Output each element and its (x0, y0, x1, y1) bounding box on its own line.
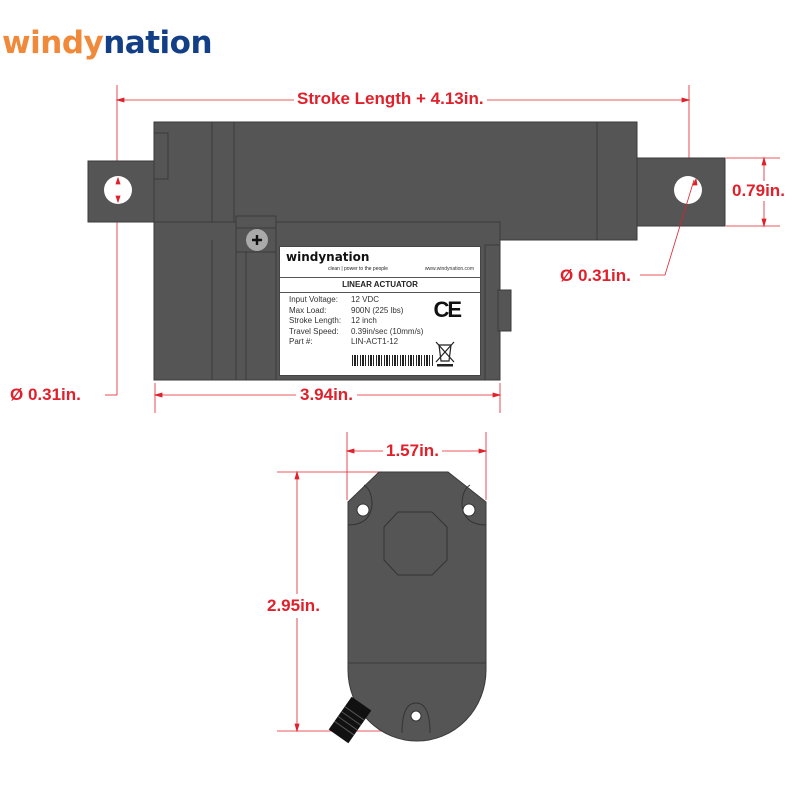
end-height-label: 2.95in. (266, 594, 321, 618)
rod-end-hole-label: Ø 0.31in. (560, 266, 631, 286)
windynation-logo: windynation (2, 25, 213, 61)
spec-key: Stroke Length: (289, 316, 342, 325)
spec-key: Travel Speed: (289, 326, 339, 336)
motor-connector (497, 289, 512, 332)
spec-value: 900N (225 lbs) (351, 305, 404, 315)
spec-key: Input Voltage: (289, 295, 338, 304)
spec-key: Max Load: (289, 305, 327, 315)
spec-value: 0.39in/sec (10mm/s) (351, 326, 424, 336)
label-tagline: clean | power to the people (328, 266, 388, 272)
spec-key: Part #: (289, 337, 313, 346)
motor-end-housing (347, 471, 487, 742)
cable-gland (328, 696, 372, 744)
label-url: www.windynation.com (424, 266, 474, 272)
spec-row: Stroke Length: 12 inch (289, 316, 423, 327)
rear-mount-hole (104, 176, 132, 204)
spec-list: Input Voltage: 12 VDC Max Load: 900N (225 … (289, 295, 423, 348)
housing-length-label: 3.94in. (296, 385, 357, 405)
barcode (352, 355, 434, 366)
ce-mark-icon: CE (433, 297, 462, 322)
label-title: LINEAR ACTUATOR (280, 278, 480, 293)
crossed-bin-icon (435, 341, 455, 367)
logo-windy: windy (2, 25, 104, 61)
label-brand: windynation (286, 250, 370, 264)
spec-row: Max Load: 900N (225 lbs) (289, 306, 423, 317)
rod-end-height-label: 0.79in. (732, 181, 785, 201)
overall-length-label: Stroke Length + 4.13in. (294, 89, 487, 109)
rear-hole-label: Ø 0.31in. (10, 385, 81, 405)
spec-value: LIN-ACT1-12 (351, 337, 399, 346)
spec-row: Travel Speed: 0.39in/sec (10mm/s) (289, 327, 423, 338)
spec-row: Input Voltage: 12 VDC (289, 295, 423, 306)
logo-nation: nation (103, 25, 213, 61)
end-width-label: 1.57in. (383, 441, 442, 461)
spec-label: windynation clean | power to the people … (279, 246, 481, 376)
spec-row: Part #: LIN-ACT1-12 (289, 337, 423, 348)
spec-value: 12 VDC (351, 295, 380, 304)
octagon-boss (383, 511, 448, 576)
spec-value: 12 inch (351, 316, 377, 325)
